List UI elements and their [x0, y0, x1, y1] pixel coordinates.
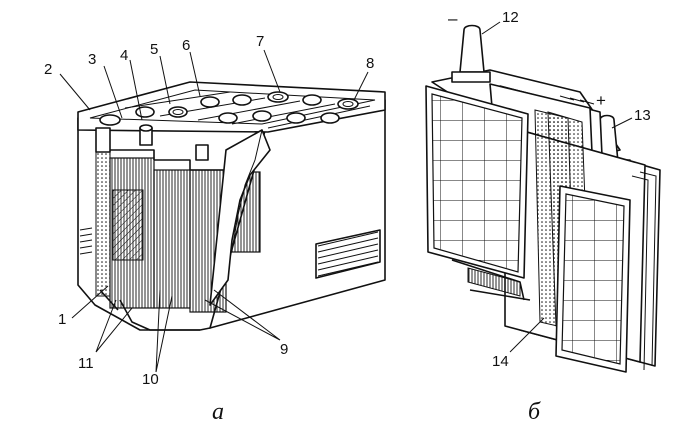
callout-1: 1	[58, 311, 67, 328]
callout-5: 5	[150, 41, 159, 58]
callout-8: 8	[366, 55, 375, 72]
leader-lines-right	[481, 21, 633, 353]
callout-6: 6	[182, 37, 191, 54]
plate-block	[425, 24, 661, 373]
caption-a: а	[212, 399, 224, 425]
callout-12: 12	[502, 9, 519, 26]
callout-7: 7	[256, 33, 265, 50]
callout-9: 9	[280, 341, 289, 358]
callout-13: 13	[634, 107, 651, 124]
negative-plate	[425, 85, 529, 279]
callout-3: 3	[88, 51, 97, 68]
side-grille	[315, 229, 381, 279]
caption-b: б	[528, 399, 541, 425]
negative-terminal	[451, 24, 491, 83]
battery-cutaway	[77, 81, 386, 331]
callout-2: 2	[44, 61, 53, 78]
callout-4: 4	[120, 47, 129, 64]
callout-11: 11	[78, 355, 94, 372]
callout-10: 10	[142, 371, 159, 388]
filler-caps	[99, 91, 359, 126]
callout-14: 14	[492, 353, 509, 370]
positive-sign: +	[596, 91, 606, 110]
leader-lines-left	[59, 49, 369, 373]
negative-sign: –	[448, 9, 458, 28]
positive-plate	[555, 185, 631, 373]
